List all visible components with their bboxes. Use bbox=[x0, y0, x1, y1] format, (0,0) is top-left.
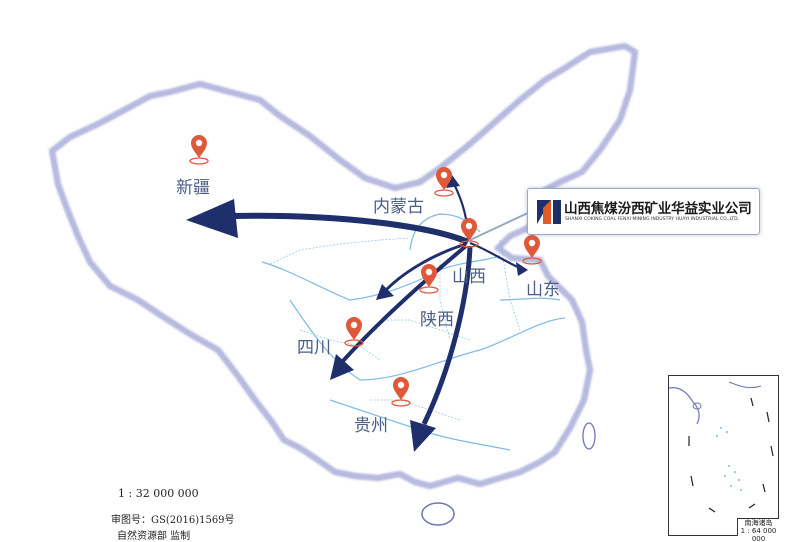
map-scale: 1 : 32 000 000 bbox=[118, 487, 199, 500]
company-mark-icon bbox=[535, 198, 563, 226]
label-sichuan: 四川 bbox=[297, 338, 331, 358]
arrowhead-shandong bbox=[516, 262, 528, 276]
arrowhead-xinjiang bbox=[186, 199, 238, 238]
inset-map bbox=[669, 381, 774, 513]
south-china-sea-inset bbox=[668, 375, 779, 536]
map-approval-number: 审图号：GS(2016)1569号 bbox=[111, 515, 235, 526]
location-pins bbox=[189, 135, 542, 407]
rivers bbox=[261, 213, 566, 451]
label-xinjiang: 新疆 bbox=[176, 178, 210, 198]
label-neimenggu: 内蒙古 bbox=[373, 197, 424, 217]
arrowhead-guizhou bbox=[410, 420, 436, 452]
taiwan-island bbox=[582, 422, 596, 450]
arrowhead-sichuan bbox=[330, 354, 354, 380]
hainan-island bbox=[421, 502, 455, 526]
country-border bbox=[49, 43, 638, 489]
map-pin-xinjiang bbox=[189, 135, 209, 165]
arrow-to-xinjiang bbox=[231, 212, 470, 245]
company-name-cn: 山西焦煤汾西矿业华益实业公司 bbox=[564, 201, 752, 217]
map-pin-shanxi bbox=[459, 218, 479, 248]
arrow-to-shandong bbox=[469, 241, 521, 270]
flow-arrows bbox=[186, 175, 528, 452]
province-boundaries bbox=[269, 237, 521, 421]
map-pin-shandong bbox=[522, 235, 542, 265]
label-shandong: 山东 bbox=[526, 280, 560, 300]
map-pin-sichuan bbox=[344, 317, 364, 347]
map-pin-icon bbox=[421, 264, 437, 287]
map-pin-neimenggu bbox=[434, 167, 454, 197]
map-pin-shaanxi bbox=[419, 264, 439, 294]
arrow-to-guizhou bbox=[421, 245, 473, 426]
inset-scale: 1 : 64 000 000 bbox=[740, 527, 777, 542]
arrow-to-shaanxi bbox=[384, 242, 467, 292]
map-pin-icon bbox=[524, 235, 540, 258]
map-pin-guizhou bbox=[391, 377, 411, 407]
map-pin-icon bbox=[346, 317, 362, 340]
arrowhead-neimenggu bbox=[446, 175, 460, 188]
inset-title: 南海诸岛 bbox=[744, 519, 773, 527]
company-name-en: SHANXI COKING COAL FENXI MINING INDUSTRY… bbox=[565, 217, 740, 222]
map-pin-icon bbox=[393, 377, 409, 400]
label-shanxi: 山西 bbox=[452, 267, 486, 287]
arrow-to-sichuan bbox=[340, 244, 468, 364]
map-supervisor: 自然资源部 监制 bbox=[117, 531, 191, 542]
map-pin-icon bbox=[461, 218, 477, 241]
map-pin-icon bbox=[191, 135, 207, 158]
label-guizhou: 贵州 bbox=[354, 416, 388, 436]
label-shaanxi: 陕西 bbox=[420, 310, 454, 330]
map-pin-icon bbox=[436, 167, 452, 190]
arrowhead-shaanxi bbox=[376, 284, 394, 300]
inset-label: 南海诸岛 1 : 64 000 000 bbox=[737, 518, 779, 542]
company-logo-box: 山西焦煤汾西矿业华益实业公司 SHANXI COKING COAL FENXI … bbox=[527, 188, 760, 235]
province-labels: 新疆 内蒙古 山西 山东 陕西 四川 贵州 bbox=[176, 178, 560, 436]
